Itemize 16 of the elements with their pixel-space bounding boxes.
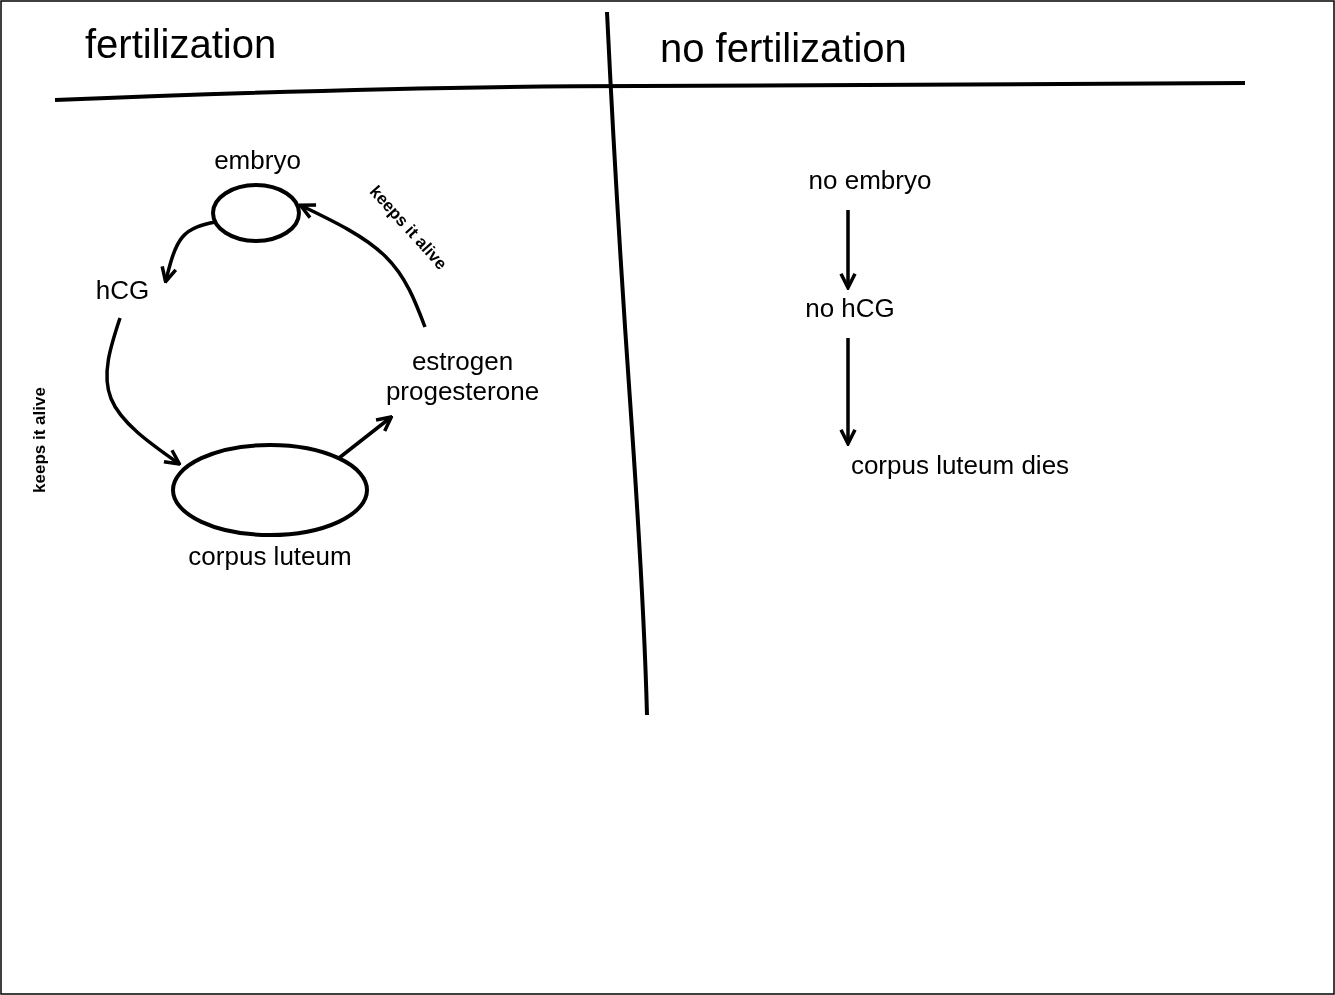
arrow — [160, 220, 216, 284]
node-label: estrogen progesterone — [384, 347, 541, 407]
arrow — [337, 415, 394, 460]
node-label: embryo — [213, 146, 302, 176]
node-label: corpus luteum dies — [849, 451, 1071, 481]
edge-label: keeps it alive — [30, 385, 50, 495]
node-label: corpus luteum — [187, 542, 353, 572]
node-label: no embryo — [807, 166, 933, 196]
column-heading: fertilization — [85, 22, 277, 67]
arrow — [105, 317, 182, 466]
column-heading: no fertilization — [660, 26, 907, 71]
node-label: no hCG — [804, 294, 896, 324]
node-label: hCG — [94, 276, 151, 306]
arrow — [298, 203, 427, 328]
arrow — [839, 210, 857, 290]
arrow — [839, 338, 857, 446]
